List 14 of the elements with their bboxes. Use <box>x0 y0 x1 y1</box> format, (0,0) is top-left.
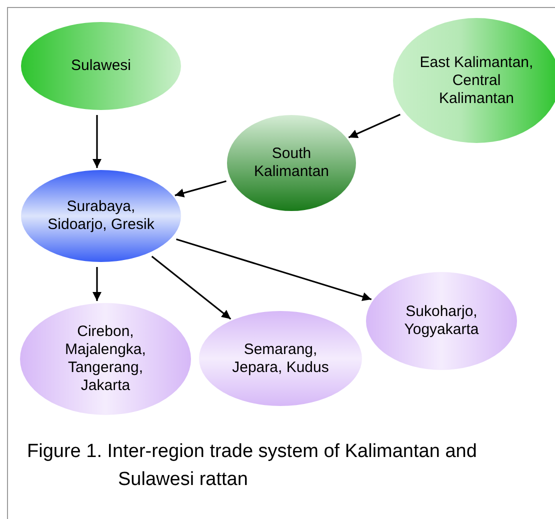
arrow <box>348 114 401 138</box>
figure-caption: Figure 1. Inter-region trade system of Kalimantan and Sulawesi rattan <box>27 440 478 492</box>
arrow <box>92 115 102 168</box>
arrow <box>174 180 226 198</box>
arrow <box>151 256 232 320</box>
arrow <box>92 267 102 301</box>
region-label: Sulawesi <box>70 57 132 75</box>
region-label: South Kalimantan <box>252 145 330 181</box>
region-label: Sukoharjo, Yogyakarta <box>403 303 480 339</box>
region-label: Semarang, Jepara, Kudus <box>231 340 330 376</box>
region-label: Cirebon, Majalengka, Tangerang, Jakarta <box>64 323 147 395</box>
arrow <box>176 238 372 302</box>
region-label: East Kalimantan, Central Kalimantan <box>418 54 534 108</box>
region-label: Surabaya, Sidoarjo, Gresik <box>46 198 156 234</box>
